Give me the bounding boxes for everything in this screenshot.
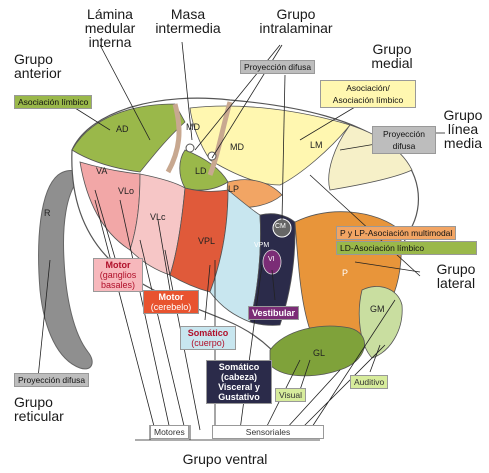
region-label-cm: CM [275,223,286,230]
box-proyeccion-difusa-intralaminar: Proyección difusa [240,60,315,74]
box-somatico-cabeza: Somático (cabeza) Visceral y Gustativo [206,360,272,404]
label-grupo-ventral: Grupo ventral [150,452,300,466]
label-lamina-medular-interna: Lámina medular interna [66,7,154,49]
region-label-md-2: MD [230,142,244,152]
box-sensoriales: Sensoriales [212,425,324,439]
label-grupo-lateral: Grupo lateral [428,262,484,290]
box-motor-cerebelo-title: Motor [147,292,195,302]
region-label-r: R [44,208,51,218]
region-label-gl: GL [313,348,325,358]
label-grupo-medial: Grupo medial [362,42,422,70]
label-grupo-intralaminar: Grupo intralaminar [252,7,340,35]
label-grupo-linea-media: Grupo línea media [440,108,486,150]
region-label-p: P [342,268,348,278]
box-motor-cerebelo: Motor (cerebelo) [143,290,199,314]
box-p-lp-asociacion: P y LP-Asociación multimodal [336,226,456,240]
region-label-lp: LP [228,184,239,194]
box-motor-cerebelo-sub: (cerebelo) [147,302,195,312]
box-somatico-cuerpo: Somático (cuerpo) [180,326,236,350]
box-proyeccion-difusa-linea-media: Proyección difusa [372,126,436,154]
box-motor-ganglios-title: Motor [97,260,139,270]
region-label-lm: LM [310,140,323,150]
box-motor-ganglios-basales: Motor (ganglios basales) [93,258,143,292]
box-somatico-sub: (cuerpo) [184,338,232,348]
box-asociacion-medial-line2: Asociación límbico [324,94,412,106]
label-grupo-reticular: Grupo reticular [14,395,84,423]
region-label-ad: AD [116,124,129,134]
box-asociacion-limbico-anterior: Asociación límbico [14,95,92,109]
region-label-vi: VI [268,256,275,263]
region-label-vlc: VLc [150,212,166,222]
box-asociacion-medial-line1: Asociación/ [324,82,412,94]
region-label-vlo: VLo [118,186,134,196]
region-label-vpm: VPM [254,242,269,249]
box-vestibular: Vestibular [248,306,299,320]
region-label-gm: GM [370,304,385,314]
box-asociacion-medial: Asociación/ Asociación límbico [320,80,416,108]
box-auditivo: Auditivo [350,375,388,389]
box-motores: Motores [150,425,189,439]
label-grupo-anterior: Grupo anterior [14,52,74,80]
region-label-ld: LD [195,166,207,176]
region-label-va: VA [96,166,107,176]
box-somatico-title: Somático [184,328,232,338]
label-masa-intermedia: Masa intermedia [148,7,228,35]
box-proyeccion-difusa-reticular: Proyección difusa [14,373,89,387]
region-label-md-1: MD [186,122,200,132]
box-motor-ganglios-sub: (ganglios basales) [97,270,139,290]
box-visual: Visual [275,388,306,402]
box-ld-asociacion-limbico: LD-Asociación límbico [336,241,477,255]
region-label-vpl: VPL [198,236,215,246]
masa-intermedia-marker-1 [186,144,194,152]
